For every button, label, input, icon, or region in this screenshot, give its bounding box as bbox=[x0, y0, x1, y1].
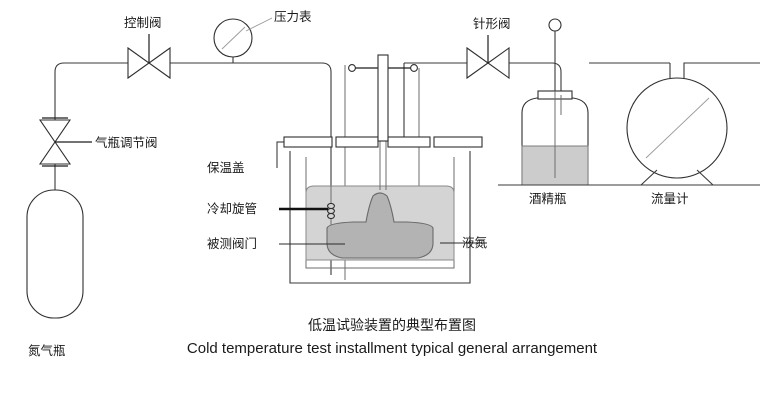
cylinder-regulator-valve-label: 气瓶调节阀 bbox=[95, 135, 158, 150]
liquid-nitrogen-label: 液氮 bbox=[462, 235, 488, 250]
caption-chinese: 低温试验装置的典型布置图 bbox=[308, 318, 476, 334]
insulation-cover-leader bbox=[276, 141, 284, 168]
cylinder-body bbox=[26, 189, 84, 319]
alcohol-bottle-icon[interactable] bbox=[498, 18, 620, 186]
valve-under-test-label: 被测阀门 bbox=[207, 236, 257, 251]
flow-meter-icon[interactable] bbox=[620, 77, 760, 186]
flowmeter-leg-left bbox=[640, 169, 658, 186]
globe-valve-icon[interactable] bbox=[127, 34, 171, 80]
test-valve-icon[interactable] bbox=[326, 140, 434, 259]
pressure-gauge-leader bbox=[245, 17, 273, 32]
needle-valve-label: 针形阀 bbox=[473, 16, 511, 31]
lid-segment-4 bbox=[433, 136, 483, 148]
bottle-body bbox=[521, 97, 589, 186]
flowmeter-leg-right bbox=[696, 169, 714, 186]
pressure-gauge-label: 压力表 bbox=[274, 9, 312, 24]
pipe-flowmeter-outlet bbox=[683, 62, 760, 78]
control-valve-right-cone bbox=[148, 46, 171, 80]
caption-english: Cold temperature test installment typica… bbox=[187, 340, 598, 357]
needle-valve-left-cone bbox=[466, 46, 489, 80]
tank-outer-wall bbox=[289, 151, 471, 284]
cooling-coil-label: 冷却旋管 bbox=[207, 201, 257, 216]
test-valve-body bbox=[326, 192, 434, 259]
flowmeter-diagonal bbox=[645, 97, 710, 159]
pipe-regulator-to-control-valve bbox=[54, 62, 128, 120]
regulator-lower-cone bbox=[38, 141, 72, 165]
regulator-upper-cone bbox=[38, 119, 72, 143]
flowmeter-body bbox=[626, 77, 728, 179]
nitrogen-cylinder-label: 氮气瓶 bbox=[28, 343, 66, 358]
insulation-lid-icon[interactable] bbox=[283, 136, 483, 148]
needle-valve-right-cone bbox=[487, 46, 510, 80]
pipe-bottle-inlet-drop bbox=[545, 62, 562, 95]
regulator-valve-icon[interactable] bbox=[38, 117, 92, 167]
flow-meter-label: 流量计 bbox=[651, 191, 689, 206]
lid-segment-3 bbox=[387, 136, 431, 148]
coil-turn-3 bbox=[327, 212, 335, 220]
crossbar-knob-right bbox=[410, 64, 418, 72]
needle-valve-icon[interactable] bbox=[466, 35, 510, 80]
pressure-gauge-icon[interactable] bbox=[213, 18, 253, 63]
crossbar-knob-left bbox=[348, 64, 356, 72]
control-valve-left-cone bbox=[127, 46, 150, 80]
lid-segment-2 bbox=[335, 136, 379, 148]
control-valve-label: 控制阀 bbox=[124, 15, 162, 30]
stem-crossbar-icon[interactable] bbox=[348, 54, 418, 142]
gas-cylinder-icon[interactable] bbox=[26, 189, 84, 319]
insulation-cover-label: 保温盖 bbox=[207, 160, 245, 175]
crossbar-sleeve bbox=[377, 54, 389, 142]
gauge-needle bbox=[221, 26, 246, 50]
pipe-gauge-to-tank-inlet bbox=[233, 62, 332, 275]
lid-segment-1 bbox=[283, 136, 333, 148]
alcohol-bottle-label: 酒精瓶 bbox=[529, 191, 567, 206]
bottle-vent-bulb bbox=[548, 18, 562, 32]
